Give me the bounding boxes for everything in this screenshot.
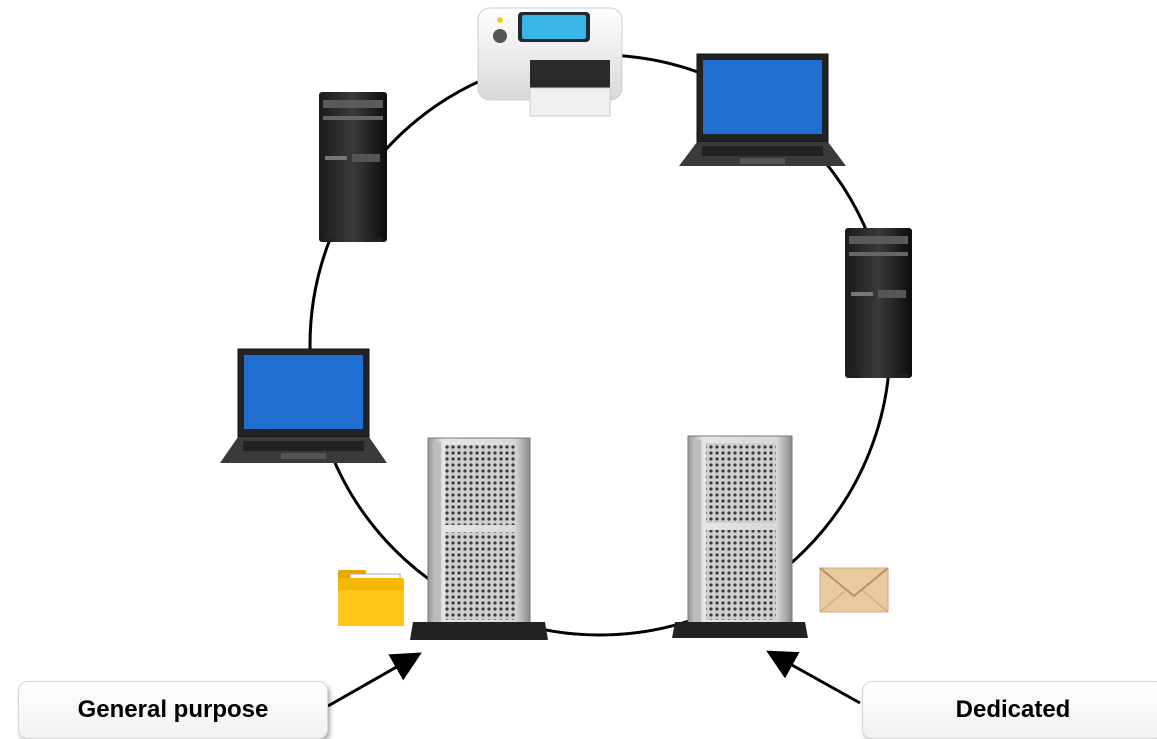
envelope-icon (819, 567, 889, 613)
laptop-icon (220, 348, 387, 463)
desktop-tower-icon (845, 228, 912, 378)
server-tower-icon (672, 435, 808, 638)
printer-icon (477, 7, 623, 117)
folder-icon (338, 570, 404, 626)
laptop-icon (679, 53, 846, 166)
arrow-general (327, 652, 422, 708)
general-purpose-text: General purpose (77, 696, 269, 723)
server-tower-icon (410, 437, 548, 640)
dedicated-label: Dedicated (862, 681, 1157, 739)
arrow-dedicated (766, 650, 861, 705)
dedicated-text: Dedicated (955, 696, 1071, 723)
desktop-tower-icon (319, 92, 387, 242)
general-purpose-label: General purpose (18, 681, 328, 739)
